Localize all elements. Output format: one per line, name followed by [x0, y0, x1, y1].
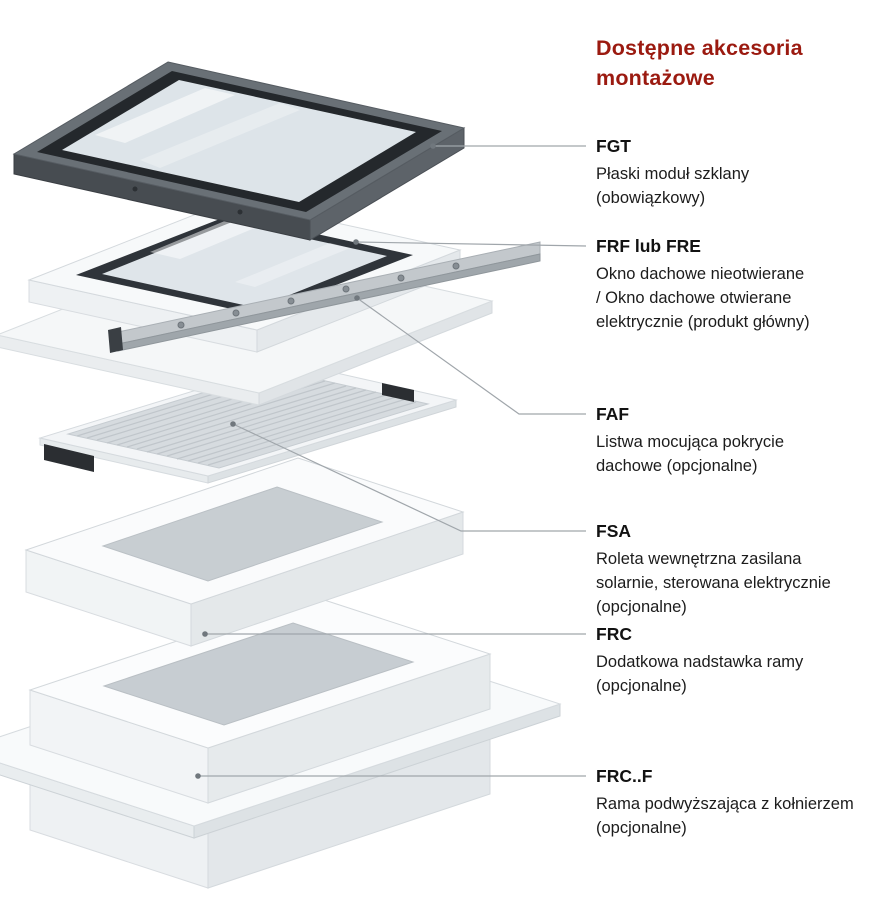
- label-frf-fre: FRF lub FRE Okno dachowe nieotwierane / …: [596, 233, 886, 334]
- blind-bracket: [382, 383, 414, 402]
- batten-screw: [287, 297, 295, 305]
- blind-motor: [44, 444, 94, 472]
- accessory-desc-fsa: Roleta wewnętrzna zasilana solarnie, ste…: [596, 550, 831, 616]
- accessory-desc-fgt: Płaski moduł szklany (obowiązkowy): [596, 165, 750, 207]
- leader-line-frf: [355, 241, 587, 247]
- leader-line-fsa: [232, 423, 586, 532]
- faf-batten-drawing: [108, 241, 541, 353]
- batten-screw: [232, 309, 240, 317]
- leader-line-faf: [356, 297, 586, 415]
- batten-screw: [452, 262, 460, 270]
- accessory-code-fsa: FSA: [596, 521, 631, 541]
- module-clip: [132, 186, 138, 192]
- frf-window-drawing: [0, 199, 494, 406]
- accessory-code-frc: FRC: [596, 624, 632, 644]
- label-frc: FRC Dodatkowa nadstawka ramy (opcjonalne…: [596, 621, 886, 698]
- page-title: Dostępne akcesoria montażowe: [596, 36, 803, 90]
- blind-pleats: [76, 371, 417, 466]
- batten-screw: [397, 274, 405, 282]
- fsa-blind-drawing: [38, 361, 458, 484]
- accessory-desc-frf: Okno dachowe nieotwierane / Okno dachowe…: [596, 265, 810, 331]
- batten-end-cap: [108, 327, 123, 353]
- accessory-code-frcf: FRC..F: [596, 766, 653, 786]
- frc-extension-drawing: [24, 457, 465, 647]
- batten-screw: [177, 321, 185, 329]
- leader-lines: [198, 145, 587, 777]
- frcf-raising-frame-drawing: [0, 595, 562, 889]
- accessory-desc-frcf: Rama podwyższająca z kołnierzem (opcjona…: [596, 795, 854, 837]
- label-frcf: FRC..F Rama podwyższająca z kołnierzem (…: [596, 763, 886, 840]
- label-fsa: FSA Roleta wewnętrzna zasilana solarnie,…: [596, 518, 886, 619]
- module-clip: [237, 209, 243, 215]
- accessory-desc-faf: Listwa mocująca pokrycie dachowe (opcjon…: [596, 433, 784, 475]
- accessory-desc-frc: Dodatkowa nadstawka ramy (opcjonalne): [596, 653, 804, 695]
- accessory-code-fgt: FGT: [596, 136, 631, 156]
- label-faf: FAF Listwa mocująca pokrycie dachowe (op…: [596, 401, 886, 478]
- fgt-glass-module-drawing: [12, 61, 466, 241]
- accessory-code-faf: FAF: [596, 404, 630, 424]
- label-fgt: FGT Płaski moduł szklany (obowiązkowy): [596, 133, 886, 210]
- leader-dots: [195, 143, 436, 779]
- batten-screw: [342, 285, 350, 293]
- accessory-code-frf: FRF lub FRE: [596, 236, 701, 256]
